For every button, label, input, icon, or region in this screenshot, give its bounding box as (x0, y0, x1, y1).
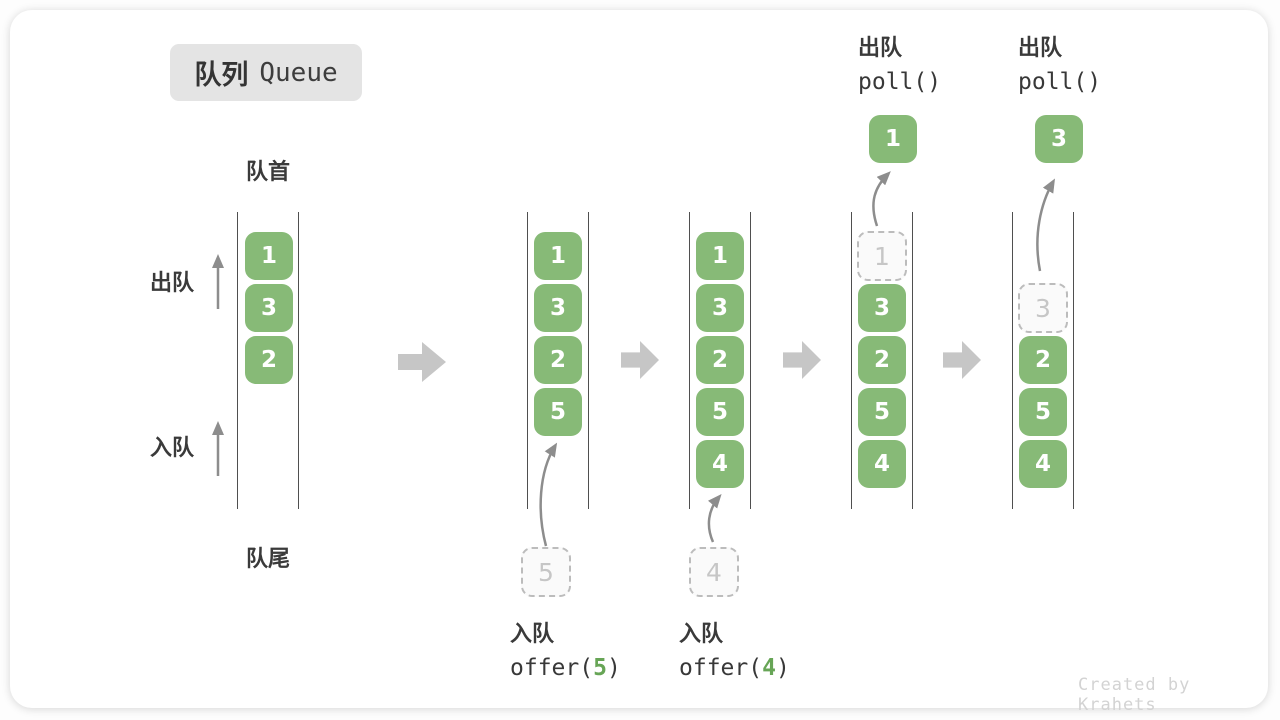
op-enqueue-5: 入队 offer(5) (510, 616, 621, 681)
op-dequeue-1-label: 出队 (858, 35, 903, 60)
queue-container-state-4 (851, 212, 913, 509)
queue-cell: 5 (534, 388, 582, 436)
op-enqueue-4-label: 入队 (679, 621, 724, 646)
queue-cell: 5 (858, 388, 906, 436)
op-enqueue-5-label: 入队 (510, 621, 555, 646)
queue-cell: 2 (245, 336, 293, 384)
queue-container-state-2 (527, 212, 589, 509)
queue-cell: 4 (696, 440, 744, 488)
queue-cell: 5 (1019, 388, 1067, 436)
queue-cell: 2 (1019, 336, 1067, 384)
title-en: Queue (259, 57, 338, 88)
queue-cell: 3 (858, 284, 906, 332)
op-dequeue-3: 出队 poll() (1018, 30, 1101, 95)
queue-cell: 1 (534, 232, 582, 280)
queue-cell: 2 (534, 336, 582, 384)
queue-cell: 4 (858, 440, 906, 488)
removed-cell-placeholder: 1 (857, 231, 907, 281)
queue-cell: 1 (245, 232, 293, 280)
queue-cell: 1 (696, 232, 744, 280)
queue-cell: 3 (245, 284, 293, 332)
queue-container-state-5 (1012, 212, 1074, 509)
op-enqueue-4-code: offer(4) (679, 655, 790, 681)
polled-cell: 3 (1035, 115, 1083, 163)
queue-container-state-1 (237, 212, 299, 509)
op-enqueue-5-arg: 5 (593, 655, 607, 681)
op-enqueue-4: 入队 offer(4) (679, 616, 790, 681)
op-dequeue-1-code: poll() (858, 69, 942, 95)
label-dequeue: 出队 (150, 270, 195, 295)
incoming-cell-placeholder: 5 (521, 547, 571, 597)
title-zh: 队列 (194, 60, 249, 90)
queue-cell: 3 (696, 284, 744, 332)
op-enqueue-5-code: offer(5) (510, 655, 621, 681)
queue-container-state-3 (689, 212, 751, 509)
queue-cell: 5 (696, 388, 744, 436)
op-enqueue-4-arg: 4 (762, 655, 776, 681)
queue-cell: 4 (1019, 440, 1067, 488)
title-badge: 队列 Queue (170, 44, 362, 101)
credit-text: Created by Krahets (1078, 675, 1191, 715)
label-queue-rear: 队尾 (245, 546, 290, 571)
queue-cell: 2 (696, 336, 744, 384)
incoming-cell-placeholder: 4 (689, 547, 739, 597)
removed-cell-placeholder: 3 (1018, 283, 1068, 333)
queue-cell: 3 (534, 284, 582, 332)
label-enqueue: 入队 (150, 435, 195, 460)
polled-cell: 1 (869, 115, 917, 163)
label-queue-front: 队首 (245, 159, 290, 184)
op-dequeue-3-label: 出队 (1018, 35, 1063, 60)
op-dequeue-3-code: poll() (1018, 69, 1102, 95)
op-dequeue-1: 出队 poll() (858, 30, 941, 95)
queue-cell: 2 (858, 336, 906, 384)
